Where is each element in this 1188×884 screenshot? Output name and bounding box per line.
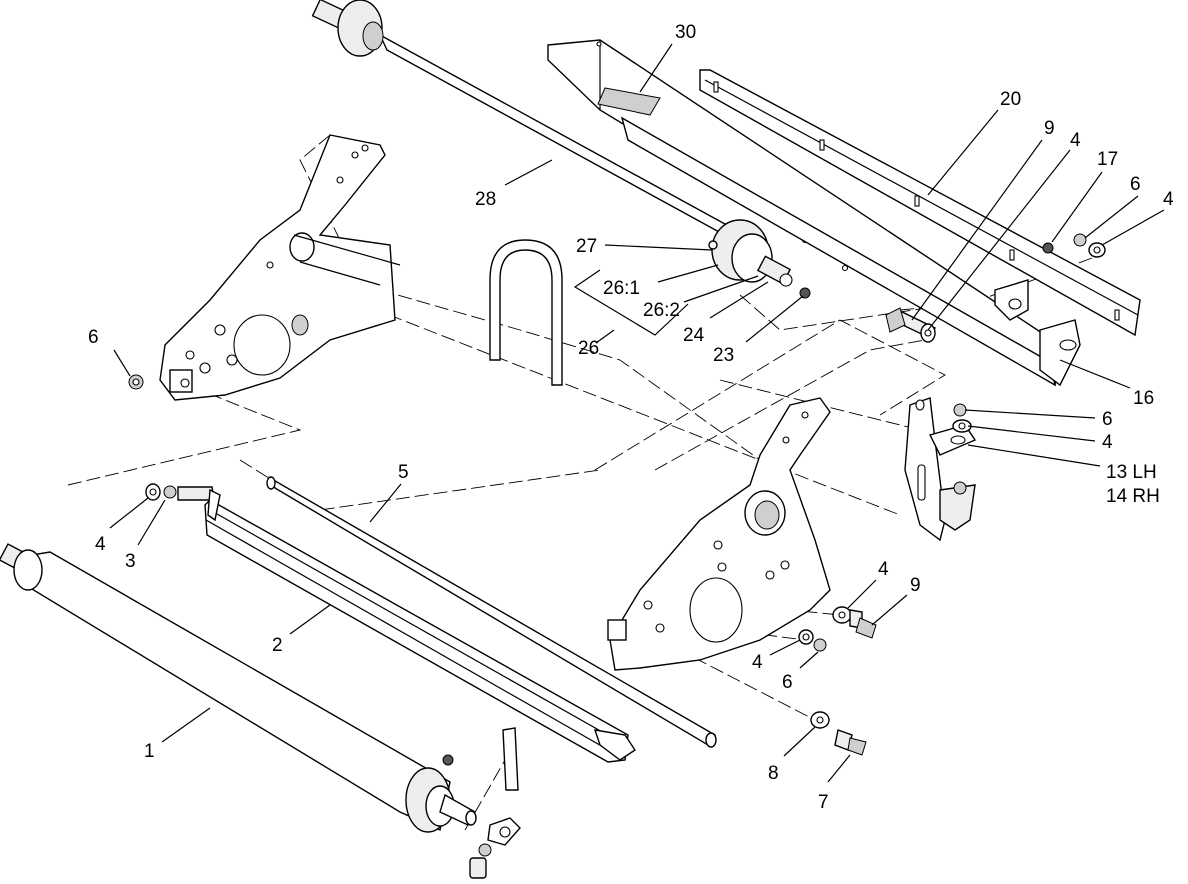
bedbar-bracket — [994, 279, 1081, 387]
label-4-lower: 4 — [878, 559, 889, 580]
shield-bar-hardware — [145, 483, 221, 522]
bedbar-bolt — [885, 307, 936, 343]
label-26: 26 — [578, 338, 599, 359]
label-4-left: 4 — [95, 534, 106, 555]
label-6-upper: 6 — [1130, 174, 1141, 195]
label-8: 8 — [768, 763, 779, 784]
label-17: 17 — [1097, 149, 1118, 170]
label-23: 23 — [713, 345, 734, 366]
callout-labels: 30 20 9 4 17 6 4 28 27 26:1 26:2 26 24 2… — [88, 22, 1174, 813]
shield-bar — [204, 499, 636, 763]
bedknife-bar — [547, 39, 1061, 387]
roller-adjuster — [469, 727, 521, 879]
bearing-assembly — [708, 219, 811, 299]
label-9-upper: 9 — [1044, 118, 1055, 139]
label-13-lh: 13 LH — [1106, 462, 1157, 483]
u-bolt — [489, 239, 563, 386]
label-1: 1 — [144, 741, 155, 762]
support-rod — [266, 476, 717, 748]
label-20: 20 — [1000, 89, 1021, 110]
height-adjuster-bracket — [904, 397, 977, 542]
label-6-bracket: 6 — [1102, 409, 1113, 430]
bedbar-angle — [699, 69, 1141, 337]
label-4-bracket: 4 — [1102, 432, 1113, 453]
label-26-1: 26:1 — [603, 278, 640, 299]
left-side-plate — [159, 134, 401, 401]
label-16: 16 — [1133, 388, 1154, 409]
leader-lines — [109, 43, 1165, 783]
label-2: 2 — [272, 635, 283, 656]
label-30: 30 — [675, 22, 696, 43]
rear-roller — [0, 543, 477, 833]
label-14-rh: 14 RH — [1106, 486, 1160, 507]
assembly-dash-lines — [67, 134, 1101, 831]
label-5: 5 — [398, 462, 409, 483]
lower-right-hardware — [798, 606, 877, 756]
label-28: 28 — [475, 189, 496, 210]
label-6-left: 6 — [88, 327, 99, 348]
label-4-upper-right: 4 — [1163, 189, 1174, 210]
upper-hardware — [1042, 233, 1106, 258]
label-7: 7 — [818, 792, 829, 813]
label-26-2: 26:2 — [643, 300, 680, 321]
bracket-hardware — [952, 403, 972, 433]
label-4-lower-mid: 4 — [752, 652, 763, 673]
label-24: 24 — [683, 325, 705, 346]
label-9-lower: 9 — [910, 575, 921, 596]
label-4-upper: 4 — [1070, 130, 1081, 151]
label-6-lower: 6 — [782, 672, 793, 693]
reel-shaft — [311, 0, 754, 252]
label-3: 3 — [125, 551, 136, 572]
left-nut — [128, 374, 144, 390]
right-side-plate — [607, 397, 831, 671]
label-27: 27 — [576, 236, 597, 257]
